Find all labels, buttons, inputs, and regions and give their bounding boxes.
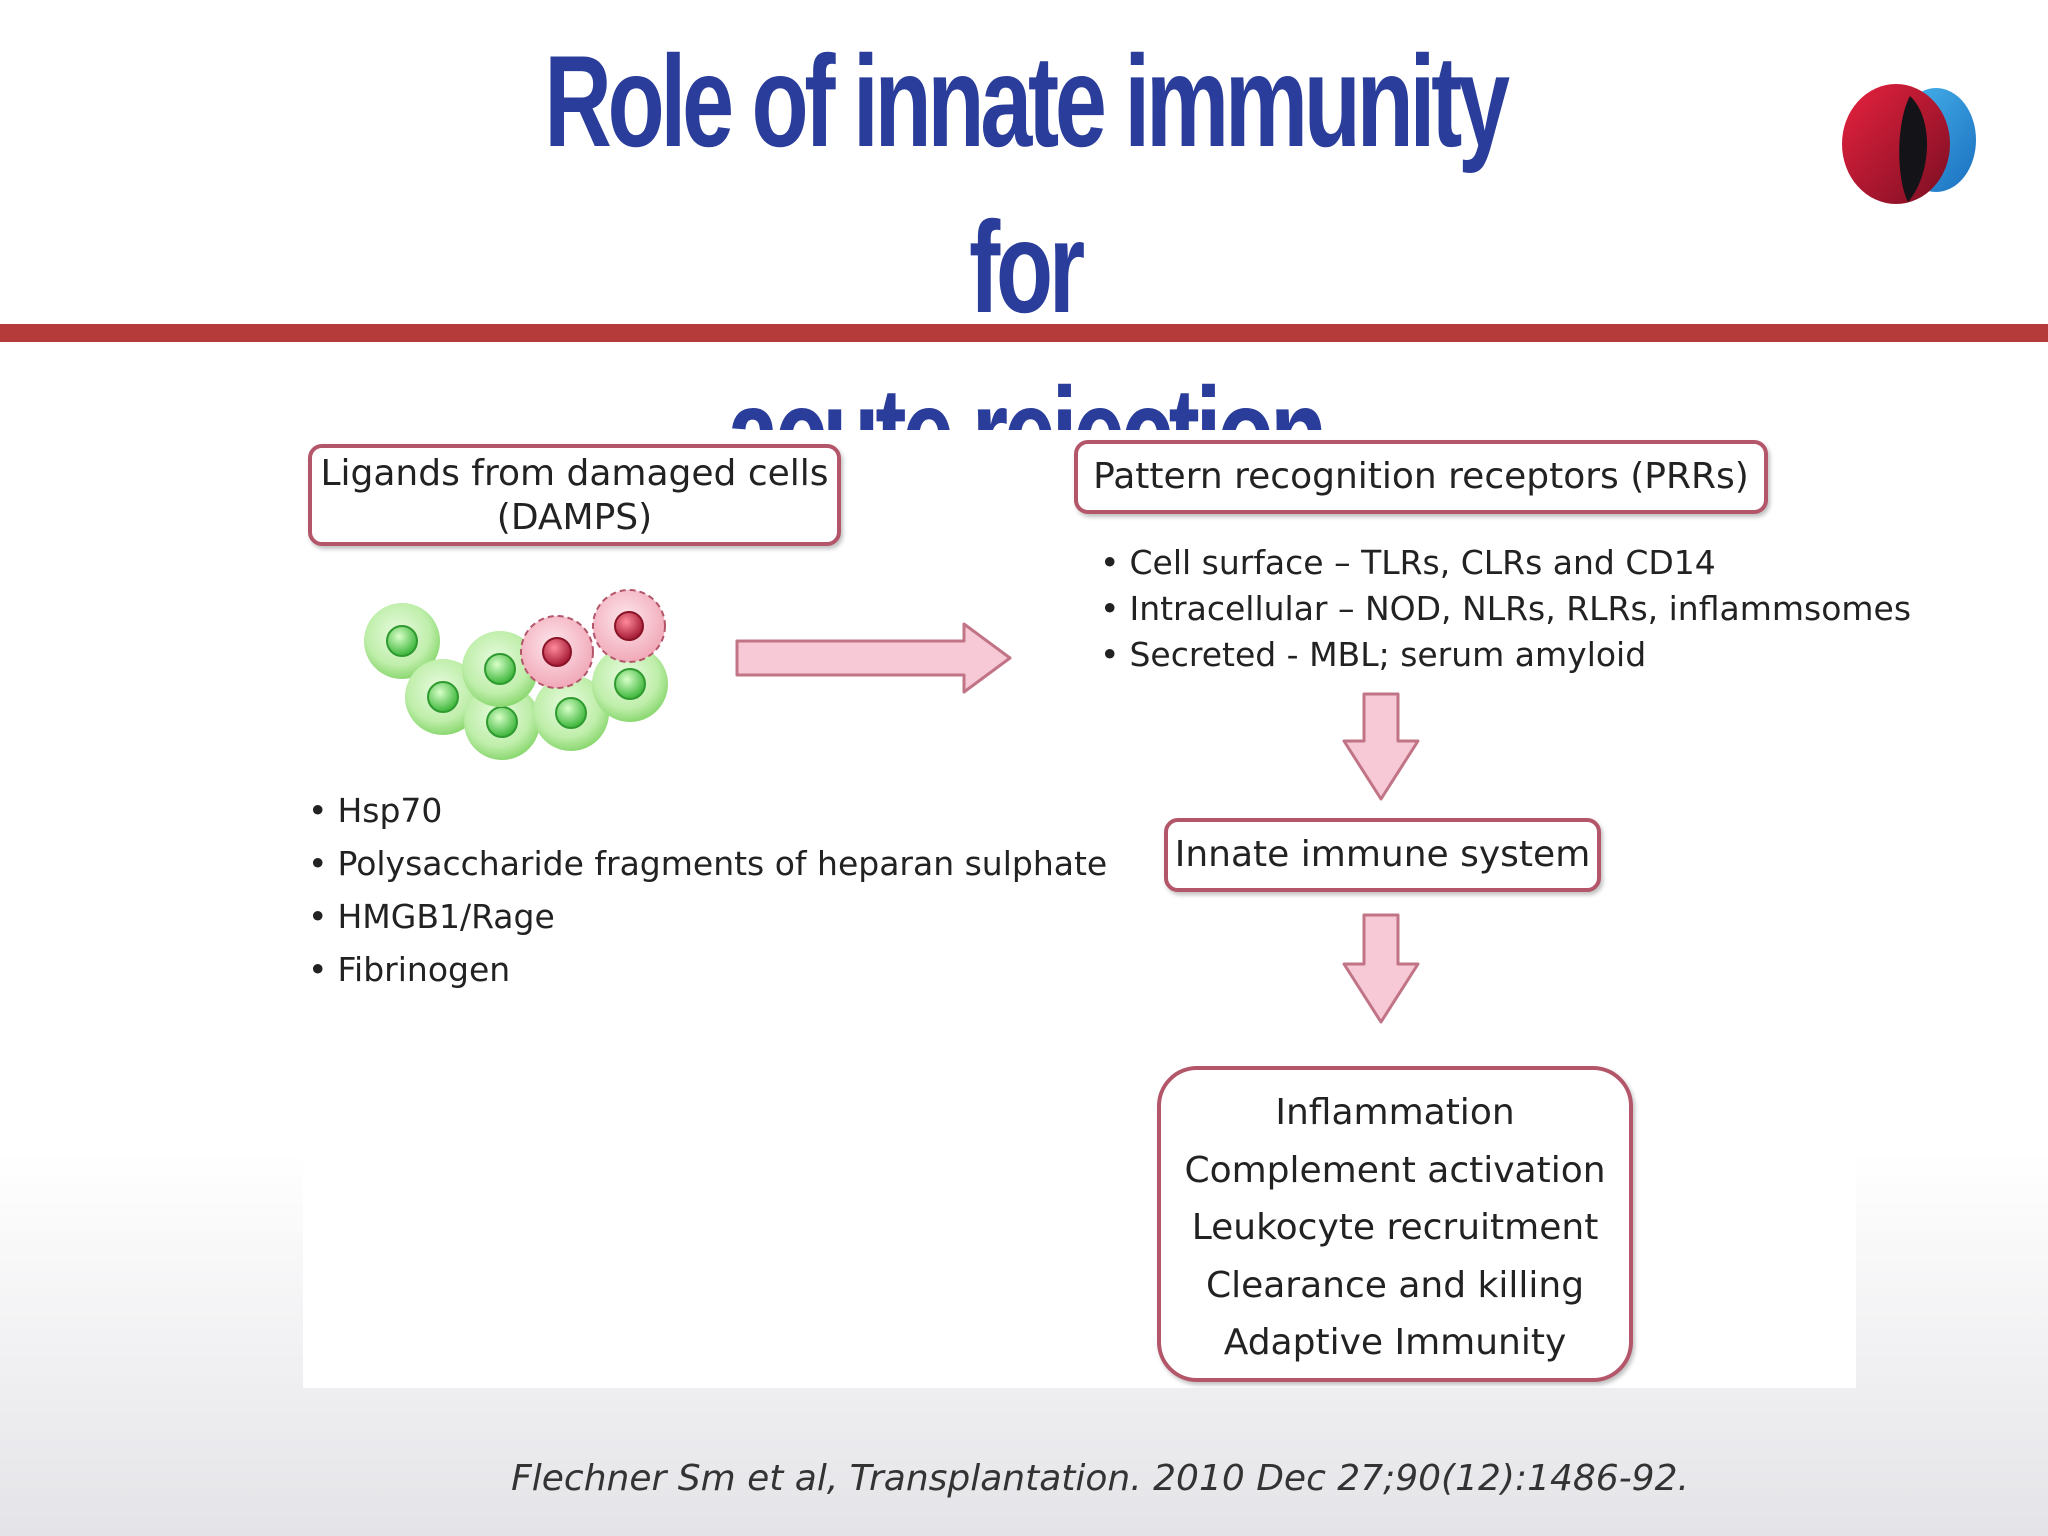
healthy-cell bbox=[462, 631, 538, 707]
prr-box: Pattern recognition receptors (PRRs) bbox=[1074, 440, 1768, 514]
right-arrow-icon bbox=[735, 622, 1012, 694]
healthy-cell bbox=[364, 603, 440, 679]
damps-list: Hsp70 Polysaccharide fragments of hepara… bbox=[308, 784, 1107, 996]
healthy-cell bbox=[592, 646, 668, 722]
cell-cluster-icon bbox=[364, 589, 668, 760]
list-item: Polysaccharide fragments of heparan sulp… bbox=[308, 837, 1107, 890]
outcomes-box: Inflammation Complement activation Leuko… bbox=[1157, 1066, 1633, 1382]
outcome-item: Complement activation bbox=[1184, 1149, 1606, 1191]
innate-immune-box: Innate immune system bbox=[1164, 818, 1601, 892]
healthy-cell bbox=[533, 675, 609, 751]
damps-box-line-1: Ligands from damaged cells bbox=[320, 453, 829, 494]
list-item: Secreted - MBL; serum amyloid bbox=[1100, 632, 1911, 678]
damps-box-line-2: (DAMPS) bbox=[496, 497, 653, 538]
list-item: Fibrinogen bbox=[308, 943, 1107, 996]
list-item: HMGB1/Rage bbox=[308, 890, 1107, 943]
citation: Flechner Sm et al, Transplantation. 2010… bbox=[511, 1458, 1689, 1499]
prr-list: Cell surface – TLRs, CLRs and CD14 Intra… bbox=[1100, 540, 1911, 678]
title-line-1: Role of innate immunity for bbox=[544, 28, 1510, 340]
outcome-item: Adaptive Immunity bbox=[1223, 1322, 1567, 1363]
list-item: Hsp70 bbox=[308, 784, 1107, 837]
outcome-item: Leukocyte recruitment bbox=[1191, 1207, 1599, 1248]
healthy-cell bbox=[464, 684, 540, 760]
damaged-cell bbox=[592, 589, 666, 663]
list-item: Cell surface – TLRs, CLRs and CD14 bbox=[1100, 540, 1911, 586]
damps-box: Ligands from damaged cells (DAMPS) bbox=[308, 444, 841, 546]
logo-icon bbox=[1842, 84, 1976, 204]
down-arrow-icon bbox=[1342, 913, 1420, 1024]
list-item: Intracellular – NOD, NLRs, RLRs, inflamm… bbox=[1100, 586, 1911, 632]
healthy-cell bbox=[405, 659, 481, 735]
title-divider bbox=[0, 324, 2048, 342]
down-arrow-icon bbox=[1342, 692, 1420, 801]
outcome-item: Inflammation bbox=[1275, 1092, 1515, 1133]
outcome-item: Clearance and killing bbox=[1205, 1264, 1585, 1306]
damaged-cell bbox=[520, 615, 594, 689]
